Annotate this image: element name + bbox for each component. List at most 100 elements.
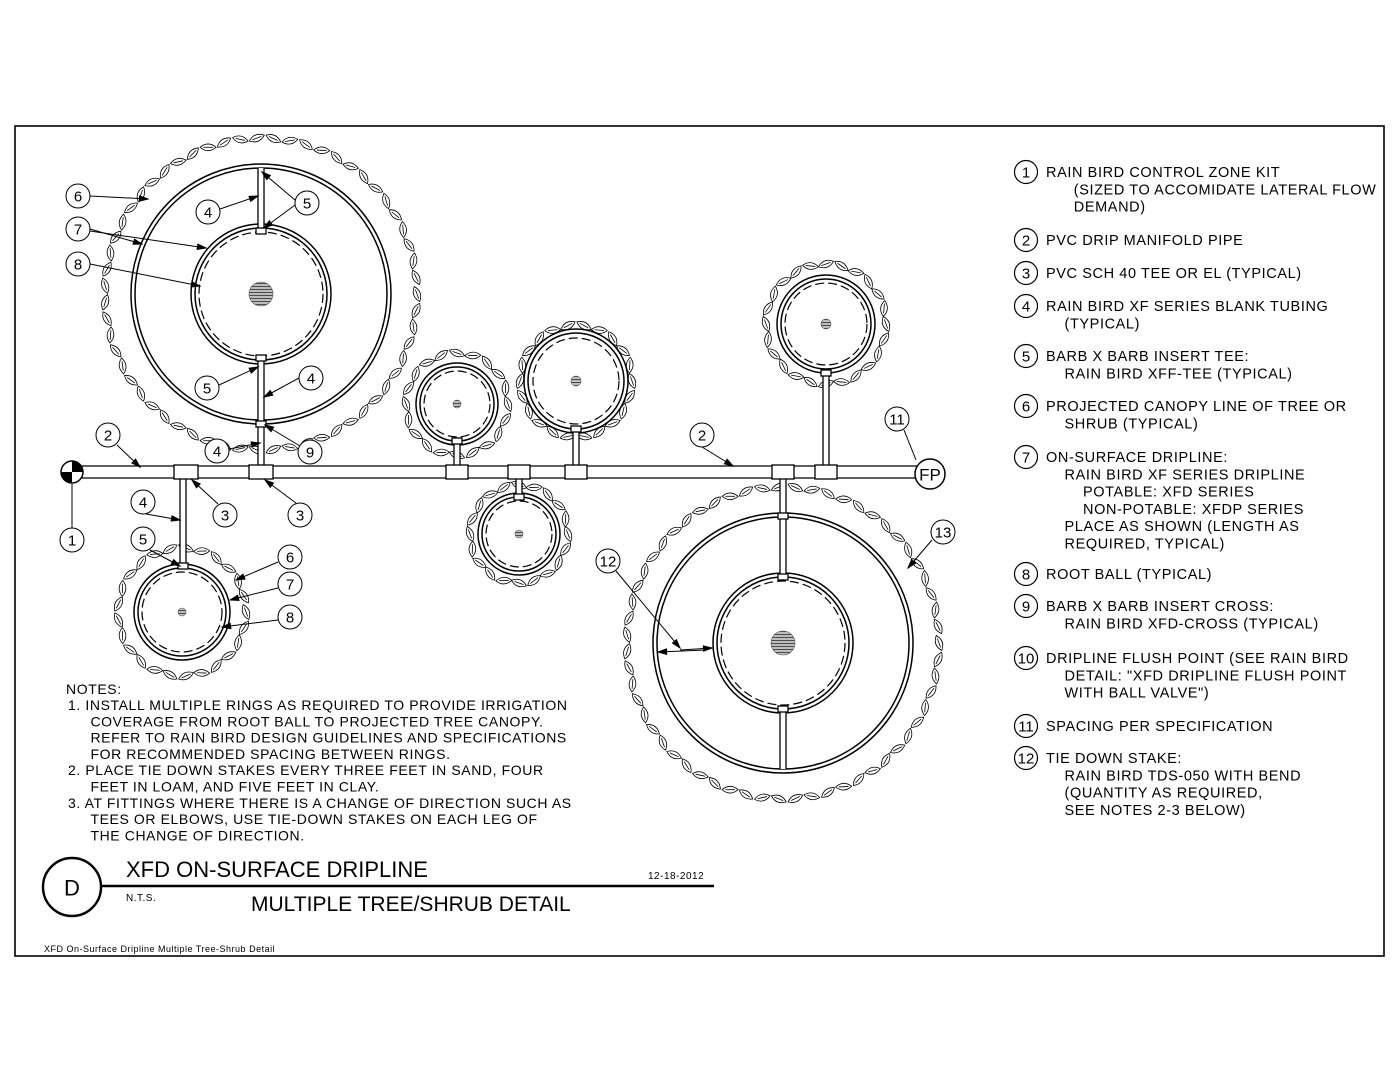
canopy-leaf [821, 488, 835, 499]
callout-text: 2 [104, 428, 112, 445]
canopy-leaf [359, 403, 369, 419]
canopy-leaf [146, 666, 164, 674]
legend-number-bubble [1013, 645, 1039, 671]
canopy-leaf [881, 752, 891, 768]
canopy-leaf [382, 378, 391, 396]
notes-heading: NOTES: [66, 681, 122, 697]
canopy-leaf [817, 259, 835, 269]
legend-number: 1 [1022, 165, 1030, 182]
legend-text-line: (SIZED TO ACCOMIDATE LATERAL FLOW [1046, 182, 1376, 198]
canopy-leaf [199, 143, 217, 152]
canopy-leaf [527, 575, 541, 586]
canopy-leaf [475, 496, 484, 514]
legend-number: 12 [1018, 751, 1035, 768]
canopy-leaf [787, 483, 804, 492]
canopy-leaf [864, 511, 882, 520]
canopy-leaf [411, 365, 420, 383]
canopy-leaf [708, 777, 721, 790]
legend-text-line: REQUIRED, TYPICAL) [1046, 537, 1225, 553]
legend-text-line: (QUANTITY AS REQUIRED, [1046, 786, 1263, 802]
tee-fitting-6 [771, 464, 795, 480]
canopy-leaf [904, 541, 913, 559]
detail-scale: N.T.S. [126, 893, 156, 904]
tee-fitting-1 [173, 464, 199, 480]
canopy-leaf [418, 358, 436, 367]
insert-fitting [570, 425, 582, 433]
pvc-fittings [173, 227, 838, 713]
canopy-leaf [422, 438, 432, 453]
canopy-leaf [124, 202, 138, 213]
canopy-leaf [539, 569, 557, 578]
canopy-leaf [109, 344, 122, 358]
legend-number-bubble [1013, 444, 1039, 470]
legend-number-bubble [1013, 159, 1039, 185]
legend-text-line: RAIN BIRD XFF-TEE (TYPICAL) [1046, 366, 1293, 382]
leader-line [221, 619, 279, 628]
canopy-leaf [468, 540, 477, 558]
canopy-leaf [834, 260, 849, 272]
legend-number-bubble [1013, 561, 1039, 587]
root-ball-outline [720, 580, 846, 706]
canopy-leaf [186, 147, 199, 160]
tee-fitting-7 [814, 464, 838, 480]
canopy-leaf [106, 244, 115, 262]
legend-number: 11 [1018, 719, 1034, 736]
legend: 1 RAIN BIRD CONTROL ZONE KIT (SIZED TO AC… [1013, 159, 1376, 819]
legend-number: 7 [1022, 450, 1030, 467]
canopy-leaf [231, 135, 249, 144]
canopy-leaf [691, 771, 709, 780]
callout-5-mid: 5 [194, 375, 220, 401]
legend-text-line: PROJECTED CANOPY LINE OF TREE OR [1046, 399, 1347, 415]
leader-arrowhead [248, 366, 260, 374]
callout-text: 3 [221, 508, 229, 525]
canopy-leaf [144, 401, 161, 411]
canopy-leaf [330, 423, 343, 438]
canopy-leaf [835, 495, 853, 504]
canopy-leaf [118, 579, 127, 598]
canopy-leaf [881, 518, 891, 534]
callout-text: 4 [139, 495, 147, 512]
detail-subtitle: MULTIPLE TREE/SHRUB DETAIL [251, 893, 571, 916]
canopy-leaf [852, 499, 865, 514]
title-block: D XFD ON-SURFACE DRIPLINE 12-18-2012 N.T… [41, 856, 714, 918]
canopy-leaf [367, 183, 384, 193]
leader-arrowhead [170, 558, 182, 567]
detail-date: 12-18-2012 [648, 871, 704, 882]
canopy-leaf [738, 789, 754, 800]
canopy-leaf [658, 535, 668, 552]
canopy-leaf [764, 330, 772, 349]
canopy-leaf [403, 238, 415, 252]
legend-text-line: RAIN BIRD CONTROL ZONE KIT [1046, 165, 1280, 181]
canopy-leaf [186, 428, 199, 441]
trunk [248, 281, 274, 307]
canopy-leaf [411, 302, 421, 319]
canopy-leaf [299, 139, 313, 150]
canopy-leaf [925, 685, 937, 699]
control-zone-kit-symbol [60, 460, 84, 484]
legend-number: 10 [1018, 651, 1035, 668]
canopy-leaf [136, 555, 146, 571]
canopy-leaf [874, 345, 882, 363]
canopy-leaf [881, 315, 891, 333]
leader-arrowhead [138, 195, 150, 202]
canopy-leaf [864, 273, 873, 290]
callout-text: 1 [68, 533, 76, 550]
canopy-leaf [775, 277, 792, 286]
callout-5-bottom: 5 [130, 526, 156, 552]
leader-arrowhead [190, 478, 201, 489]
canopy-leaf [631, 579, 644, 593]
legend-text-line: SHRUB (TYPICAL) [1046, 416, 1198, 432]
canopy-leaf [933, 651, 943, 668]
detail-letter: D [64, 876, 80, 901]
legend-number-bubble [1013, 713, 1039, 739]
canopy-leaf [495, 576, 513, 585]
insert-fitting [777, 512, 789, 520]
leader-arrowhead [131, 458, 142, 469]
callout-text: 8 [286, 610, 294, 627]
callout-text: 6 [74, 189, 82, 206]
tree-small-bottomleft [133, 563, 231, 661]
legend-text-line: BARB X BARB INSERT TEE: [1046, 349, 1249, 365]
leader-arrowhead [248, 195, 260, 203]
